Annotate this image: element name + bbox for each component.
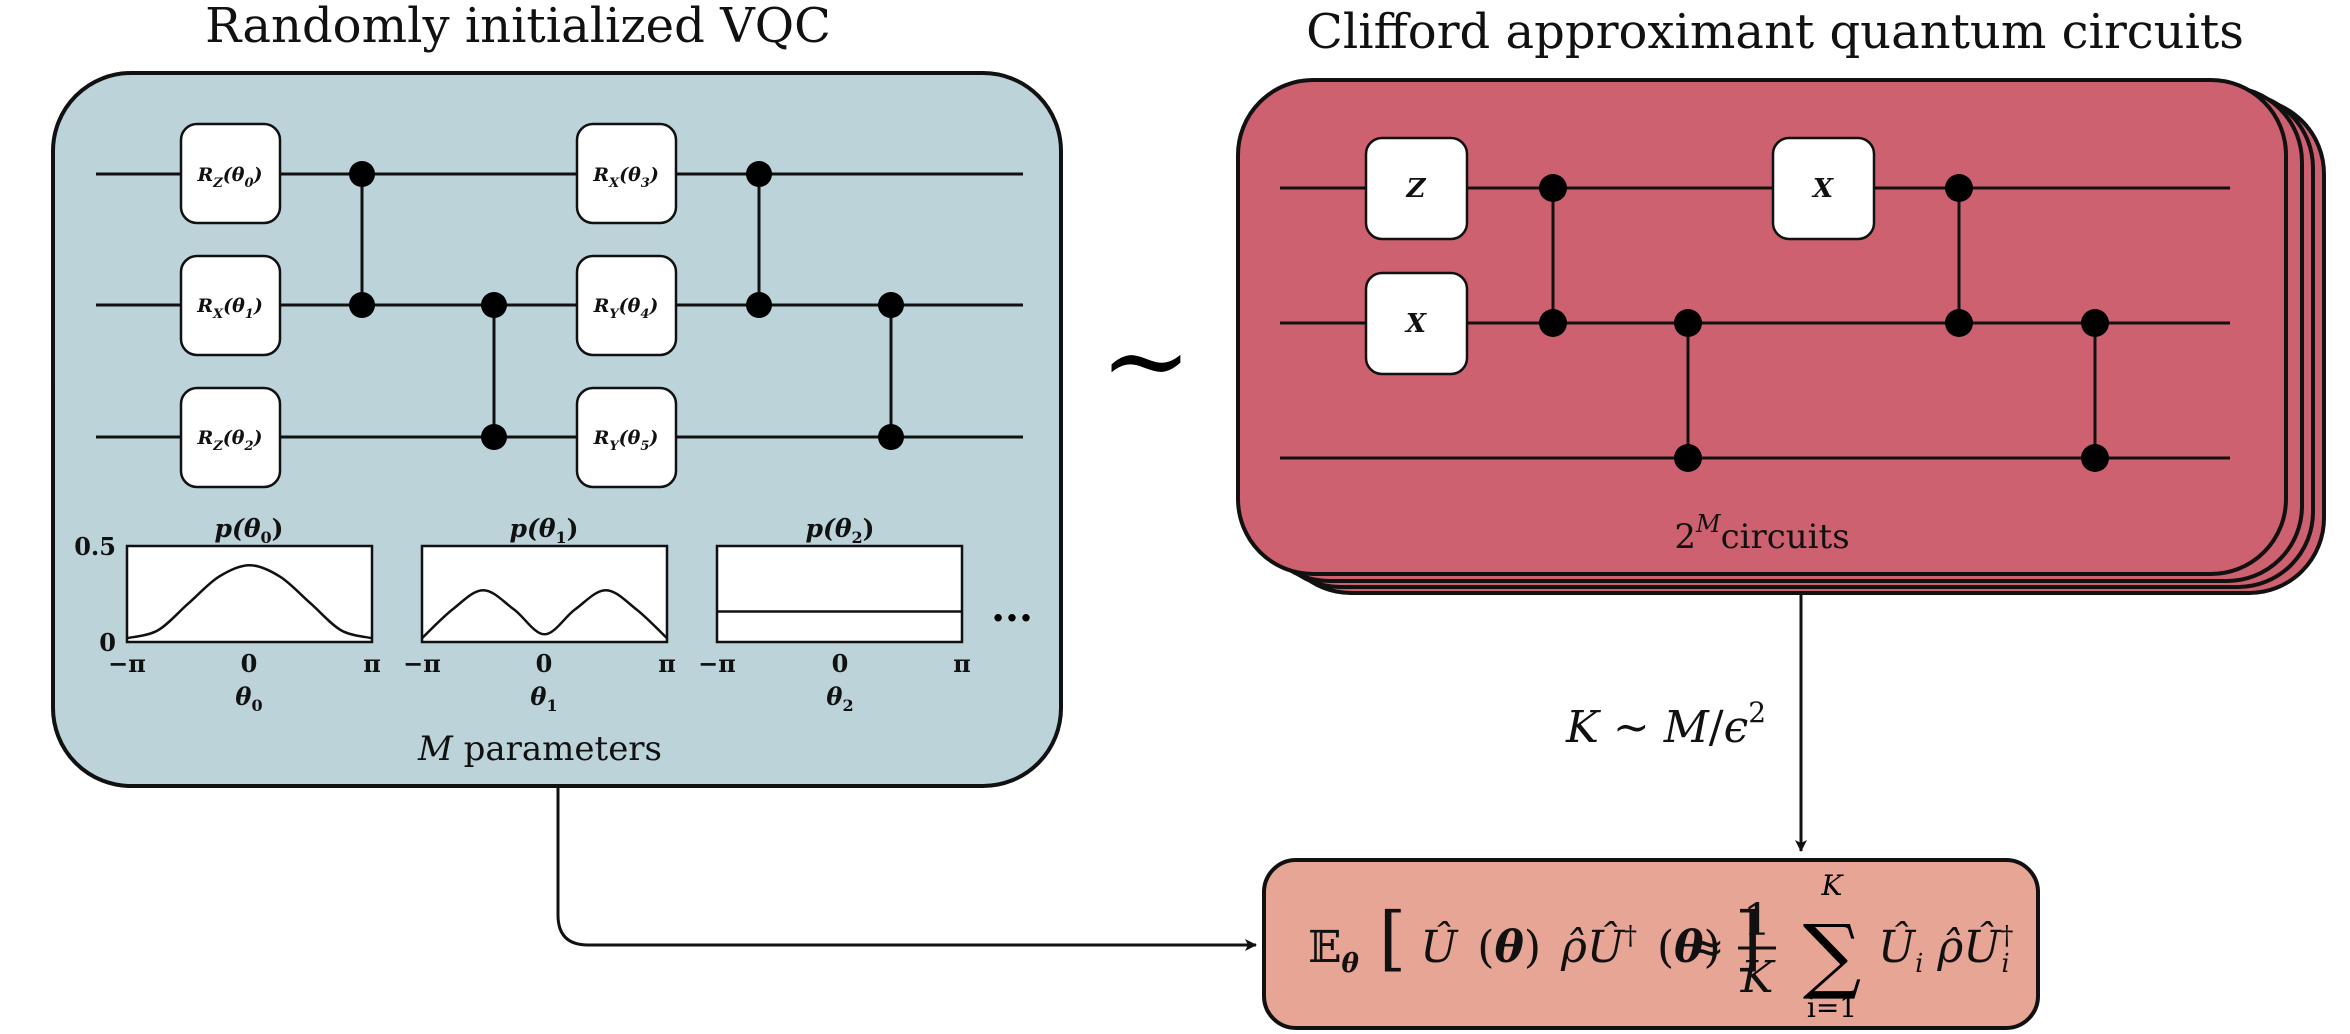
summation-sign: ∑: [1803, 908, 1862, 1003]
parameters-label: M parameters: [417, 729, 662, 769]
clifford-cz-d: [2081, 309, 2109, 472]
svg-text:RY(θ5): RY(θ5): [593, 427, 659, 454]
plot-1-frame: [420, 544, 669, 644]
expectation-lhs: 𝔼θ [ Û (θ) ρ̂Û† (θ) ]: [1308, 897, 1762, 983]
fraction-denominator: K: [1740, 952, 1776, 1003]
plot-0-xlabel: θ0: [235, 682, 262, 715]
clifford-gate-x-lower: X: [1364, 271, 1469, 376]
plot-1-curve: [421, 588, 668, 640]
fraction-numerator: 1: [1743, 895, 1771, 946]
plot-0-xtick-left: −π: [108, 649, 146, 678]
rotation-gate-2: RZ(θ2): [179, 386, 282, 489]
plot-2-xtick-left: −π: [698, 649, 736, 678]
right-panel: Z X X 2Mcircuits: [1236, 78, 2326, 595]
result-box: 𝔼θ [ Û (θ) ρ̂Û† (θ) ] ≈ 1 K ∑ K i=1 Ûi ρ…: [1262, 858, 2040, 1030]
cz-gate-c: [746, 161, 772, 318]
plot-0-xtick-mid: 0: [241, 649, 258, 678]
result-box-frame: [1262, 858, 2040, 1030]
plot-1-title: p(θ1): [510, 514, 579, 547]
expectation-rhs: Ûi ρ̂Û†i: [1878, 920, 2013, 983]
svg-text:RX(θ1): RX(θ1): [196, 295, 263, 322]
plot-2-title: p(θ2): [806, 514, 875, 547]
arrow-expectation: [556, 787, 1257, 951]
rotation-gate-0: RZ(θ0): [179, 122, 282, 225]
right-panel-title: Clifford approximant quantum circuits: [1306, 4, 2244, 60]
rotation-gate-3: RX(θ3): [575, 122, 678, 225]
plot-0-ytick-top: 0.5: [74, 532, 116, 561]
svg-text:X: X: [1811, 174, 1835, 204]
rotation-gate-1: RX(θ1): [179, 254, 282, 357]
svg-text:RY(θ4): RY(θ4): [593, 295, 659, 322]
rotation-gate-5: RY(θ5): [575, 386, 678, 489]
clifford-gate-x-upper: X: [1771, 136, 1876, 241]
clifford-cz-c: [1945, 174, 1973, 337]
svg-text:RX(θ3): RX(θ3): [592, 164, 659, 191]
clifford-gate-z: Z: [1364, 136, 1469, 241]
distribution-plot-2: p(θ2) −π 0 π θ2: [698, 514, 971, 715]
left-panel: RZ(θ0) RX(θ1) RZ(θ2) RX(θ3) RY(θ4) RY(θ5…: [51, 71, 1063, 788]
svg-text:RZ(θ2): RZ(θ2): [196, 427, 262, 454]
plot-2-xlabel: θ2: [826, 682, 853, 715]
summation-upper: K: [1821, 869, 1845, 902]
plot-0-xtick-right: π: [363, 649, 381, 678]
sample-count-label: K ∼ M/ϵ2: [1565, 696, 1766, 753]
plot-2-xtick-mid: 0: [832, 649, 849, 678]
plot-1-xtick-left: −π: [403, 649, 441, 678]
clifford-cz-b: [1674, 309, 1702, 472]
circuits-label: 2Mcircuits: [1674, 510, 1849, 557]
plot-0-curve: [126, 563, 373, 640]
distribution-plot-1: p(θ1) −π 0 π θ1: [403, 514, 676, 715]
svg-text:X: X: [1404, 309, 1428, 339]
plot-0-frame: [125, 544, 374, 644]
plot-0-title: p(θ0): [215, 514, 284, 547]
plot-1-xtick-right: π: [658, 649, 676, 678]
clifford-cz-a: [1539, 174, 1567, 337]
plot-2-frame: [715, 544, 964, 644]
cz-gate-b: [481, 292, 507, 450]
summation-lower: i=1: [1807, 991, 1857, 1024]
right-panel-box: [1236, 78, 2288, 576]
cz-gate-a: [349, 161, 375, 318]
distribution-plot-0: p(θ0) 0.5 0 −π 0 π θ0: [74, 514, 381, 715]
cz-gate-d: [878, 292, 904, 450]
plot-0-ytick-bottom: 0: [99, 628, 116, 657]
plot-1-xtick-mid: 0: [536, 649, 553, 678]
approx-sign: ≈: [1688, 922, 1725, 973]
left-panel-title: Randomly initialized VQC: [205, 0, 831, 54]
svg-text:RZ(θ0): RZ(θ0): [196, 164, 262, 191]
rotation-gate-4: RY(θ4): [575, 254, 678, 357]
ellipsis: ···: [991, 595, 1033, 642]
approx-tilde: ∼: [1100, 296, 1192, 424]
svg-text:Z: Z: [1406, 174, 1427, 204]
plot-1-xlabel: θ1: [530, 682, 557, 715]
plot-2-xtick-right: π: [953, 649, 971, 678]
